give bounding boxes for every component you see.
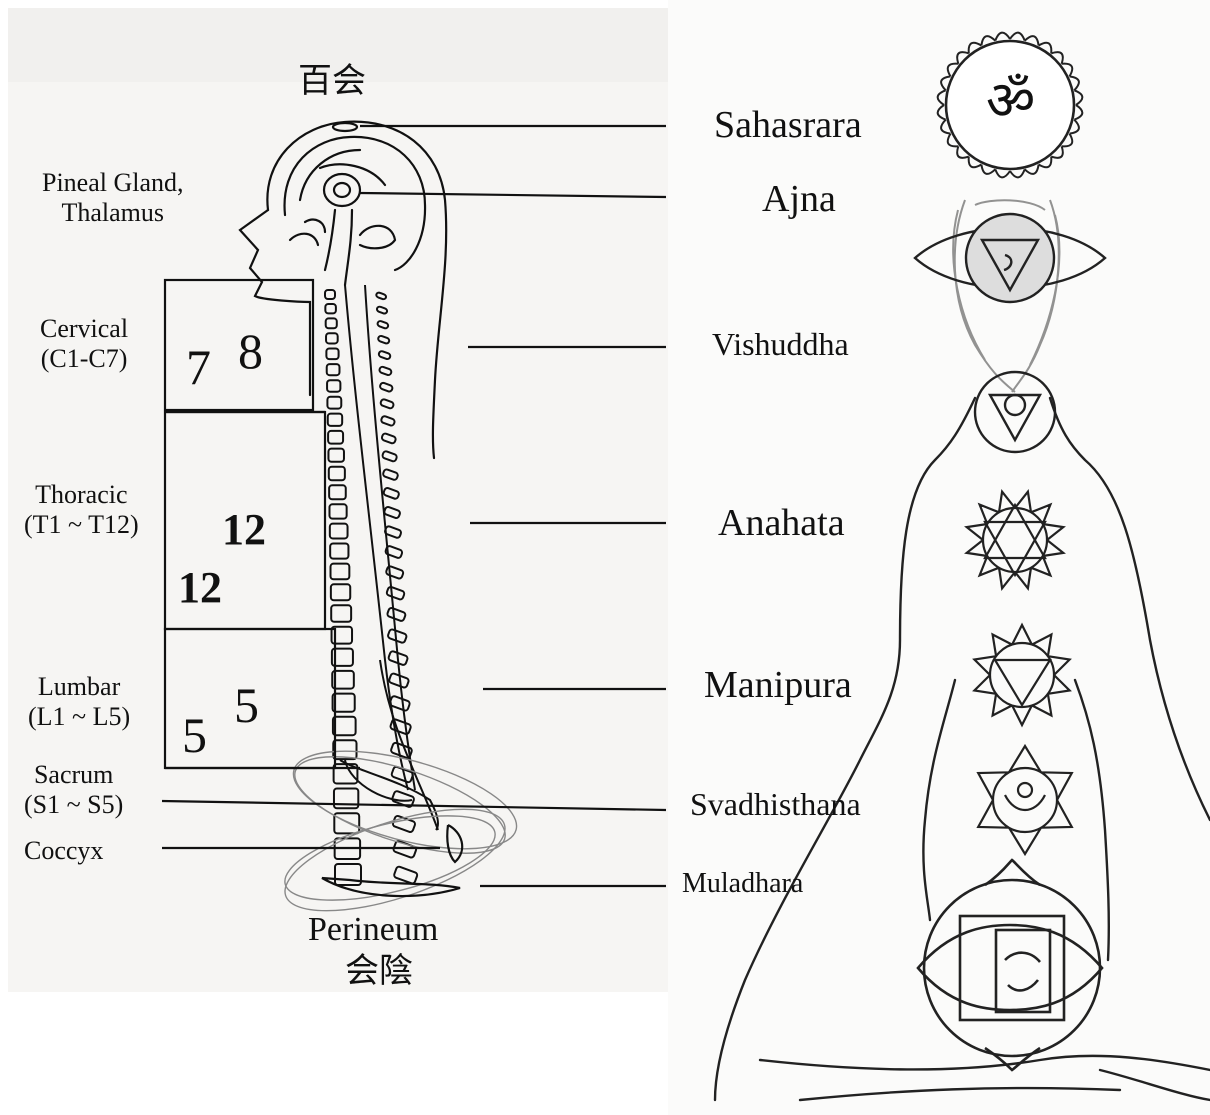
perineum-label: Perineum (308, 910, 438, 949)
spinous-process (387, 607, 406, 621)
vertebra (331, 605, 351, 621)
spinous-process (384, 506, 401, 519)
chakra-label-svadhisthana: Svadhisthana (690, 786, 861, 823)
vertebra (328, 449, 344, 462)
spinous-process (385, 566, 404, 580)
thoracic-count-a: 12 (222, 504, 266, 555)
pineal-line-1: Pineal Gland, (42, 168, 184, 198)
spinal-cord (340, 285, 438, 830)
spinous-process (379, 382, 393, 392)
head-outline (240, 122, 446, 458)
manipura-symbol (974, 625, 1069, 725)
vertebra (327, 380, 340, 391)
thoracic-label: Thoracic (T1 ~ T12) (24, 480, 139, 540)
pineal-line-2: Thalamus (42, 198, 184, 228)
thoracic-range: (T1 ~ T12) (24, 510, 139, 540)
vertebra (329, 485, 346, 499)
lumbar-count-a: 5 (234, 676, 259, 734)
spinous-process (378, 350, 391, 359)
spinous-process (383, 487, 400, 499)
spinous-process (386, 586, 405, 600)
vertebra (333, 717, 356, 736)
vertebra (329, 504, 346, 518)
chakra-label-ajna: Ajna (762, 178, 836, 222)
chakra-label-manipura: Manipura (704, 664, 852, 708)
thoracic-name: Thoracic (24, 480, 139, 510)
crown-cjk-label: 百会 (298, 62, 366, 101)
ajna-symbol (915, 214, 1105, 302)
lumbar-count-b: 5 (182, 706, 207, 764)
vertebra (330, 524, 348, 539)
spinous-process (379, 366, 392, 376)
spinous-process (380, 399, 394, 410)
vertebra (326, 348, 338, 359)
sacrum-range: (S1 ~ S5) (24, 790, 123, 820)
cervical-label: Cervical (C1-C7) (40, 314, 128, 374)
cervical-range: (C1-C7) (40, 344, 128, 374)
vertebra (331, 564, 350, 580)
svadhisthana-symbol (978, 746, 1072, 854)
spinous-process (377, 335, 389, 344)
vertebra (328, 414, 342, 426)
lumbar-label: Lumbar (L1 ~ L5) (28, 672, 130, 732)
coccyx-label: Coccyx (24, 836, 103, 866)
om-glyph: ॐ (986, 70, 1035, 132)
vertebra (328, 431, 343, 444)
vishuddha-symbol (975, 372, 1055, 452)
vertebra (327, 397, 341, 409)
cervical-count-a: 7 (186, 338, 211, 396)
sacrum-name: Sacrum (24, 760, 123, 790)
pelvic-swirl (274, 732, 527, 932)
spinous-process (382, 451, 398, 463)
spinous-process (377, 320, 389, 329)
spinous-process (381, 433, 396, 444)
lumbar-name: Lumbar (28, 672, 130, 702)
chakra-label-muladhara: Muladhara (682, 868, 803, 900)
anahata-symbol (967, 492, 1064, 589)
muladhara-symbol (918, 860, 1102, 1070)
spinous-process (376, 292, 387, 300)
cervical-name: Cervical (40, 314, 128, 344)
spinous-process (382, 469, 398, 481)
chakra-label-sahasrara: Sahasrara (714, 104, 862, 148)
vertebra (331, 584, 350, 600)
vertebra (327, 364, 340, 375)
chakra-label-anahata: Anahata (718, 502, 845, 546)
spinous-process (376, 306, 388, 314)
vertebra (329, 467, 345, 481)
line-ajna (360, 193, 666, 197)
sacrum-label: Sacrum (S1 ~ S5) (24, 760, 123, 820)
spinous-process (393, 866, 418, 884)
pineal-label: Pineal Gland, Thalamus (42, 168, 184, 228)
lumbar-range: (L1 ~ L5) (28, 702, 130, 732)
vertebra (325, 304, 336, 313)
spinous-process (381, 415, 396, 426)
vertebra (326, 333, 338, 343)
chakra-label-vishuddha: Vishuddha (712, 326, 849, 363)
vertebra (330, 543, 348, 558)
vertebra (334, 813, 359, 833)
cervical-count-b: 8 (238, 322, 263, 380)
vertebra (325, 290, 335, 299)
vertebra (326, 318, 337, 328)
thoracic-count-b: 12 (178, 562, 222, 613)
perineum-cjk-label: 会陰 (345, 952, 413, 991)
